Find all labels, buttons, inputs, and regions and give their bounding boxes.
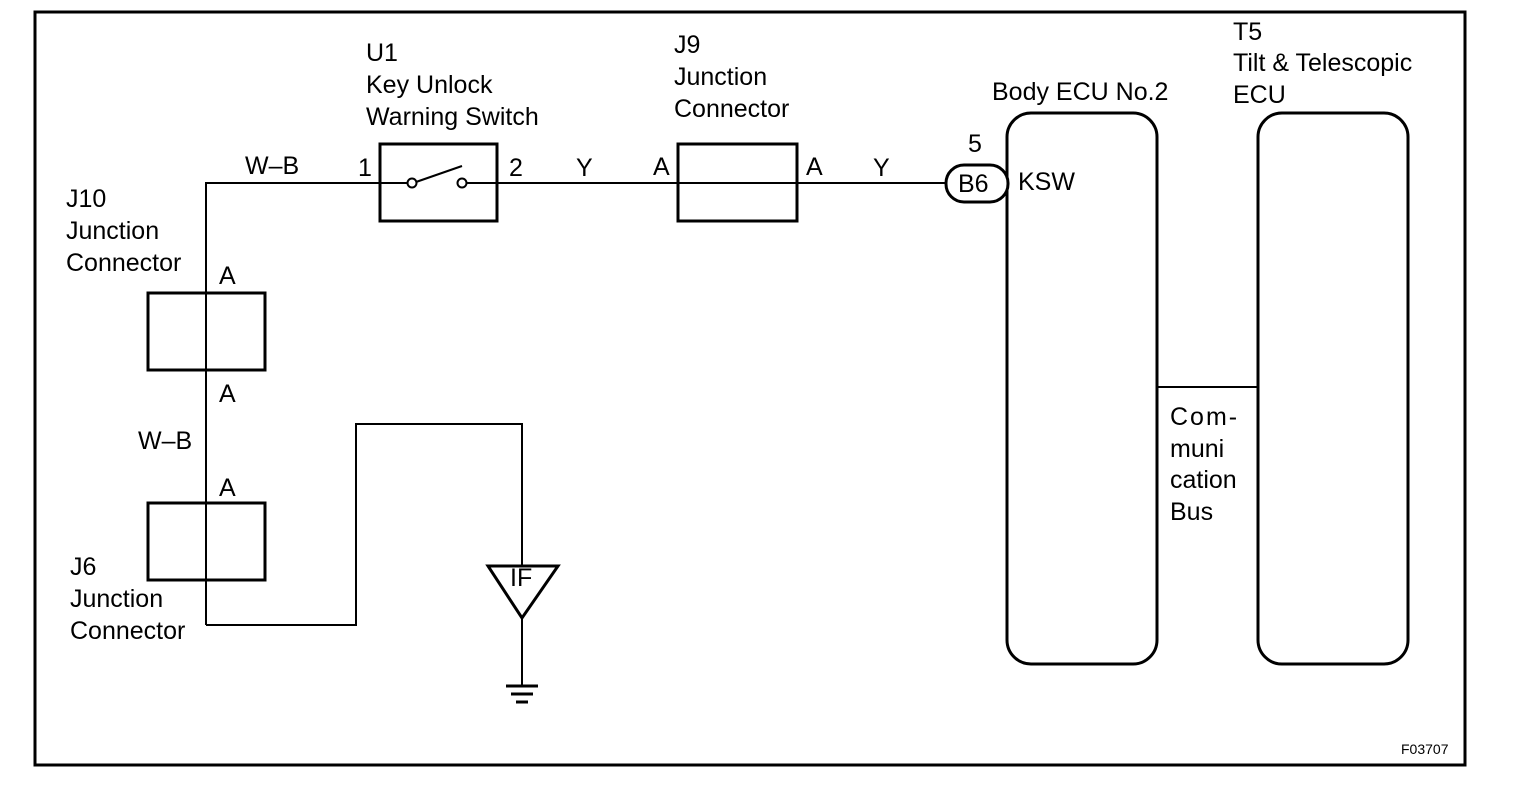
j9-name-line1: Junction (674, 63, 767, 91)
j10-pin-bottom: A (219, 380, 236, 408)
u1-name-line2: Warning Switch (366, 103, 539, 131)
bus-label-line3: cation (1170, 466, 1237, 494)
bus-label-line4: Bus (1170, 498, 1213, 526)
j9-code: J9 (674, 31, 700, 59)
t5-name-line2: ECU (1233, 81, 1286, 109)
j6-name-line2: Connector (70, 617, 185, 645)
t5-code: T5 (1233, 18, 1262, 46)
j9-name-line2: Connector (674, 95, 789, 123)
j10-name-line1: Junction (66, 217, 159, 245)
diagram-frame (33, 10, 1467, 767)
connector-b6-label: B6 (958, 170, 989, 198)
u1-name-line1: Key Unlock (366, 71, 493, 99)
u1-pin-1: 1 (358, 154, 372, 182)
j9-junction-connector (676, 142, 799, 223)
j6-code: J6 (70, 553, 96, 581)
j10-pin-top: A (219, 262, 236, 290)
t5-tilt-telescopic-ecu (1256, 111, 1410, 666)
bus-label-line1: Com- (1170, 403, 1239, 431)
u1-code: U1 (366, 39, 398, 67)
switch-blade (415, 165, 463, 183)
j10-code: J10 (66, 185, 106, 213)
j6-pin-top: A (219, 474, 236, 502)
wire-label-wb-top: W–B (245, 152, 299, 180)
body-ecu-pin-number: 5 (968, 130, 982, 158)
j10-junction-connector (146, 291, 267, 372)
switch-contact-right (456, 177, 468, 189)
j9-pin-left: A (653, 153, 670, 181)
wb-wire-left (205, 182, 380, 625)
connector-b6 (944, 163, 1010, 204)
wire-label-y-left: Y (576, 154, 593, 182)
ground-label: IF (510, 564, 532, 592)
t5-name-line1: Tilt & Telescopic (1233, 49, 1412, 77)
j10-name-line2: Connector (66, 249, 181, 277)
wire-label-y-right: Y (873, 154, 890, 182)
j6-junction-connector (146, 501, 267, 582)
figure-id: F03707 (1401, 741, 1449, 757)
terminal-ksw: KSW (1018, 168, 1075, 196)
u1-pin-2: 2 (509, 154, 523, 182)
ground-wire (206, 423, 523, 626)
j6-name-line1: Junction (70, 585, 163, 613)
switch-contact-left (406, 177, 418, 189)
bus-label-line2: muni (1170, 435, 1224, 463)
wire-label-wb-side: W–B (138, 427, 192, 455)
body-ecu-name: Body ECU No.2 (992, 78, 1168, 106)
body-ecu-no2 (1005, 111, 1159, 666)
ground-icon (506, 684, 538, 704)
ground-point-if (485, 564, 561, 621)
j9-pin-right: A (806, 153, 823, 181)
